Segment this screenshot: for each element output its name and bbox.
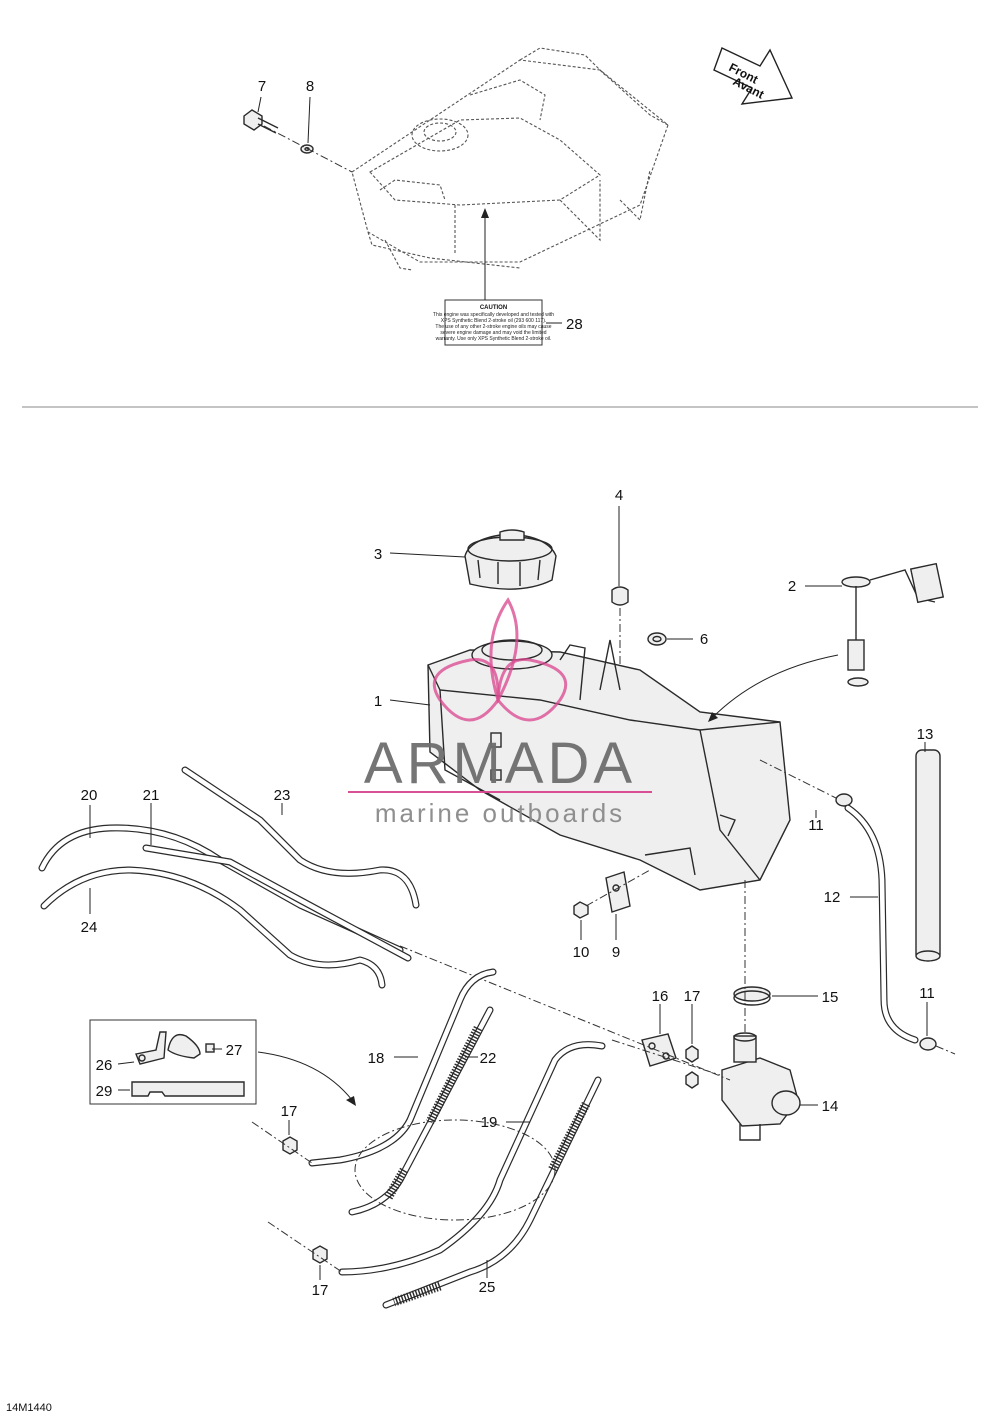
leader-3 [389,552,466,558]
bracket-16 [641,1033,677,1067]
callout-22: 22 [480,1050,497,1067]
body-panel-ghost [351,47,669,271]
leader-7 [257,96,262,113]
callout-23: 23 [274,787,291,804]
arrowhead-kit [346,1096,356,1106]
clamp-11-top [835,793,853,807]
watermark: ARMADA marine outboards [348,597,652,828]
axis-10 [585,869,651,907]
callout-1: 1 [374,693,382,710]
callout-3: 3 [374,546,382,563]
callout-15: 15 [822,989,839,1006]
kit-arrow [257,1051,353,1101]
hose-22 [348,1006,494,1216]
leader-8 [307,96,311,144]
nut-17-lower-b [312,1245,328,1264]
line-20 [38,824,404,954]
line-23 [181,766,420,909]
leader-26 [117,1061,135,1065]
callout-26: 26 [96,1057,113,1074]
callout-8: 8 [306,78,314,95]
axis-11-top [759,759,837,799]
watermark-subtitle: marine outboards [375,798,625,828]
callout-4: 4 [615,487,623,504]
nut-17-pump-b [685,1071,699,1089]
plate-9 [605,871,631,913]
callout-19: 19 [481,1114,498,1131]
routing-ellipse [354,1119,556,1221]
part-4-plug [611,586,629,606]
axis-11-bottom [935,1045,956,1055]
oil-cap-3 [464,529,557,590]
axis-17c [267,1221,343,1273]
callout-29: 29 [96,1083,113,1100]
callout-17-bottom: 17 [312,1282,329,1299]
caution-line-4: severe engine damage and may void the li… [440,330,546,336]
figure-code: 14M1440 [6,1402,52,1414]
callout-11-bottom: 11 [919,985,935,1002]
callout-28: 28 [566,316,583,333]
bolt-axis-line [263,125,353,173]
caution-line-2: XPS Synthetic Blend 2-stroke oil (293 60… [441,318,547,324]
clamp-6 [647,632,667,646]
front-direction-arrow: Front Avant [713,47,794,105]
callout-18: 18 [368,1050,385,1067]
callout-10: 10 [573,944,590,961]
callout-13: 13 [917,726,934,743]
hose-25 [382,1076,602,1309]
callout-17-left: 17 [281,1103,298,1120]
callout-9: 9 [612,944,620,961]
hose-18 [308,968,497,1167]
clamp-11-bottom [919,1037,937,1051]
oil-pump-14 [721,1032,801,1141]
callout-20: 20 [81,787,98,804]
callout-6: 6 [700,631,708,648]
callout-2: 2 [788,578,796,595]
callout-7: 7 [258,78,266,95]
axis-17b [251,1121,313,1164]
callout-24: 24 [81,919,98,936]
callout-12: 12 [824,889,841,906]
callout-25: 25 [479,1279,496,1296]
clamp-15 [733,986,771,1006]
hose-13 [915,749,941,962]
caution-line-1: This engine was specifically developed a… [433,312,554,318]
watermark-logo [432,597,568,722]
nut-17-lower-a [282,1136,298,1155]
line-24 [40,866,386,989]
hose-19 [338,1041,606,1276]
hose-12 [844,804,919,1044]
caution-line-3: The use of any other 2-stroke engine oil… [435,324,551,330]
kit-box [89,1019,257,1105]
callout-11-top: 11 [808,817,824,834]
watermark-title: ARMADA [364,731,636,796]
caution-label-28: CAUTION This engine was specifically dev… [433,299,554,346]
axis-pump-b [399,945,731,1081]
callout-16: 16 [652,988,669,1005]
arrowhead-sensor [708,712,718,722]
bolt-7-illustration [243,109,279,134]
callout-27: 27 [226,1042,243,1059]
leader-1 [389,699,431,706]
nut-17-pump-a [685,1045,699,1063]
callout-17-pump: 17 [684,988,701,1005]
bolt-10 [573,901,589,919]
sensor-install-arrow [711,654,839,719]
caution-line-5: warranty. Use only XPS Synthetic Blend 2… [436,336,552,342]
line-21 [142,844,412,962]
oil-level-sensor-2 [841,562,945,687]
callout-14: 14 [822,1098,839,1115]
callout-21: 21 [143,787,160,804]
caution-heading: CAUTION [480,305,507,311]
axis-pump-a [611,1039,721,1076]
arrowhead-28 [481,208,489,218]
